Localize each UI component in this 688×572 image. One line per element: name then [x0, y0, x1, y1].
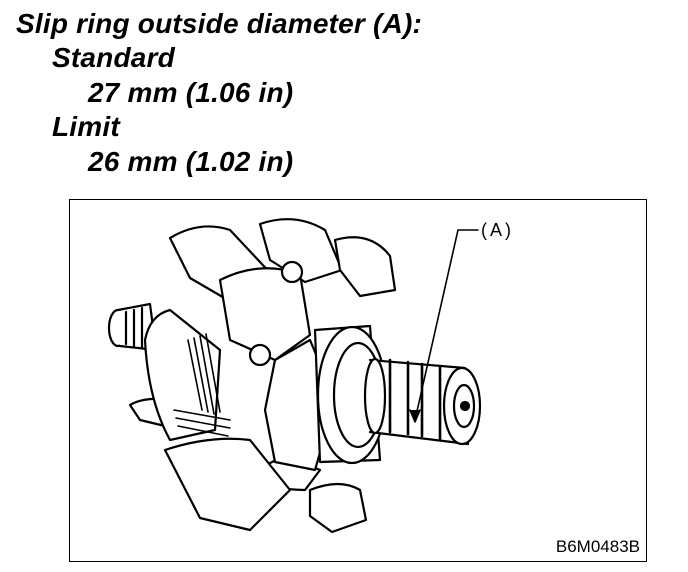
slip-ring-assembly: [363, 357, 482, 446]
rotor-illustration: [107, 218, 482, 534]
stator-winding-hatch: [173, 333, 231, 437]
rotor-figure: (A) B6M0483B: [69, 199, 647, 562]
spec-heading: Slip ring outside diameter (A):: [16, 8, 423, 39]
rear-claw-poles: [128, 218, 397, 492]
standard-value: 27 mm (1.06 in): [88, 77, 294, 108]
standard-label: Standard: [52, 42, 175, 73]
figure-code: B6M0483B: [555, 537, 640, 556]
callout-leader: [409, 229, 479, 423]
limit-value: 26 mm (1.02 in): [88, 146, 294, 177]
callout-a-label: (A): [481, 220, 514, 240]
limit-label: Limit: [52, 111, 120, 142]
